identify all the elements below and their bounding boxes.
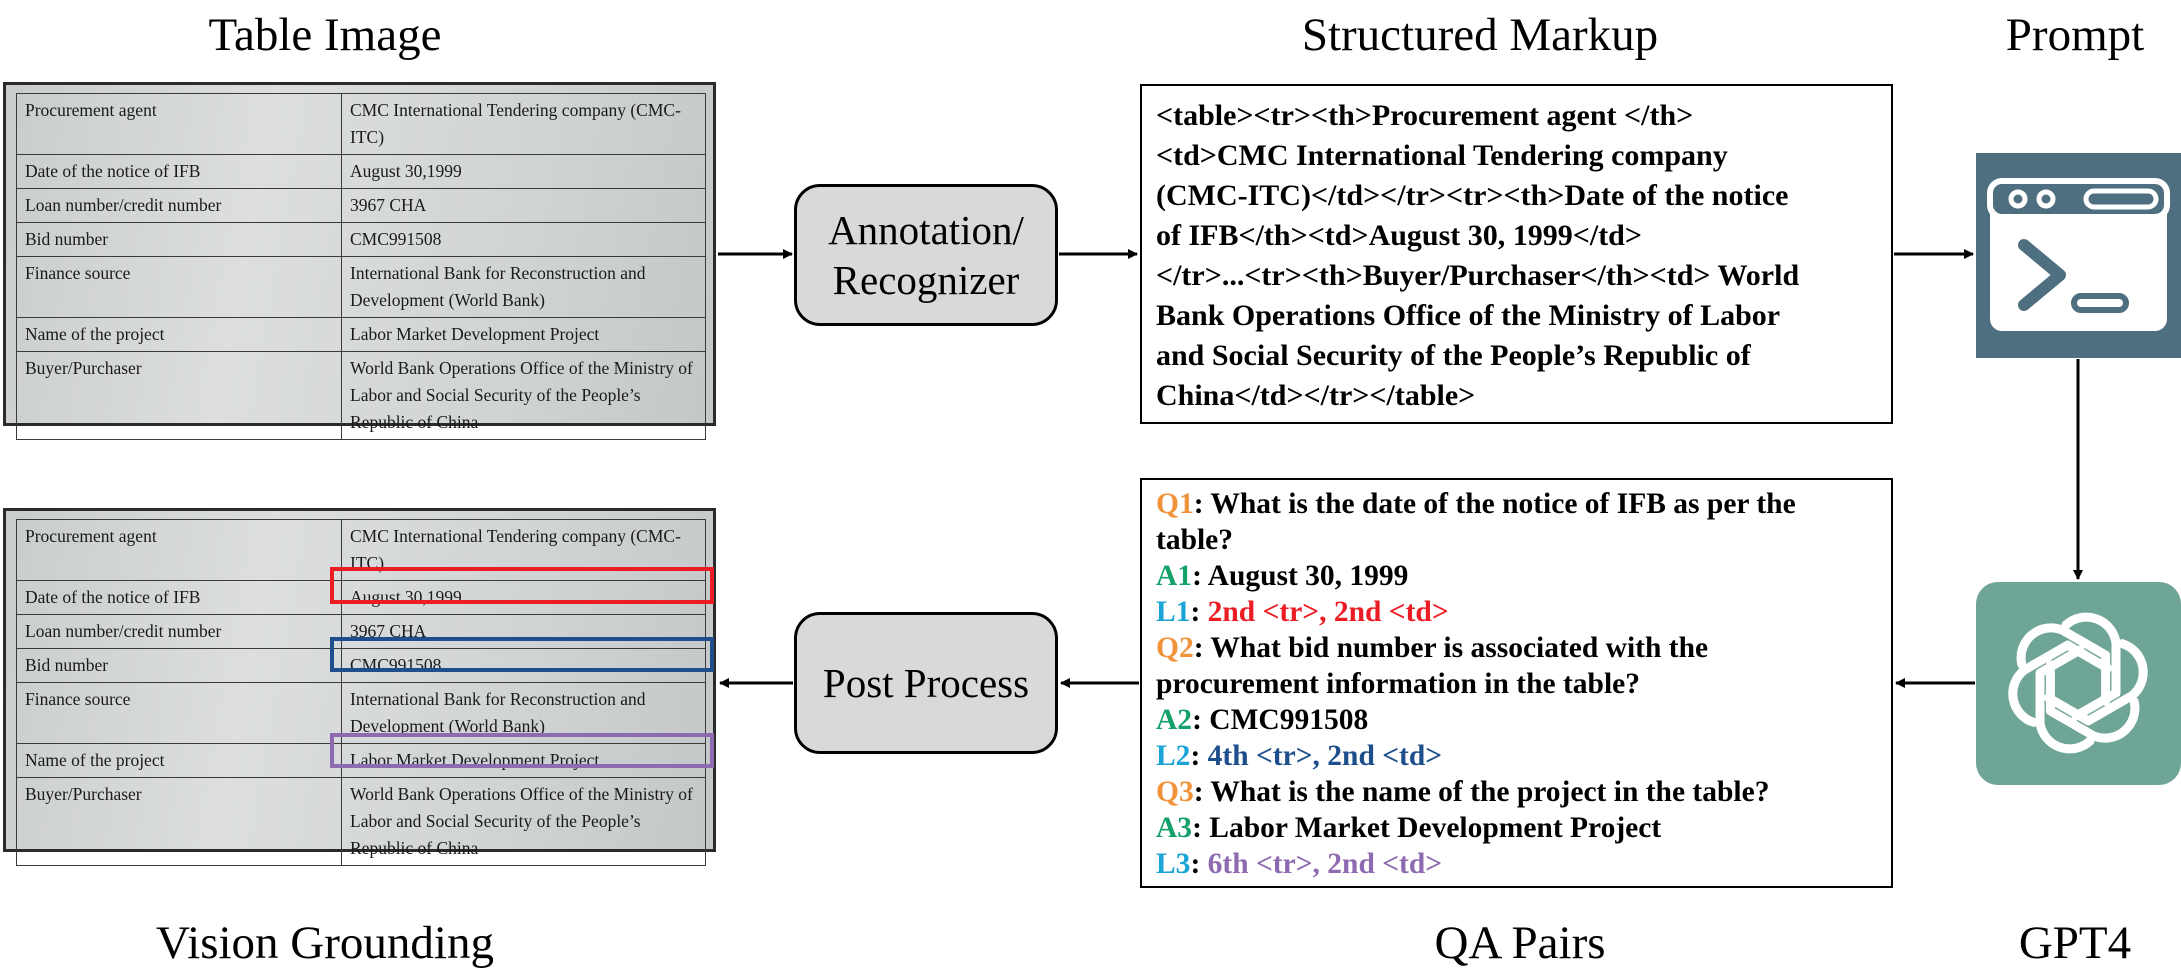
question-2: Q2: What bid number is associated with t…	[1156, 630, 1877, 702]
l1-tag: L1	[1156, 596, 1191, 628]
question-1: Q1: What is the date of the notice of IF…	[1156, 486, 1877, 558]
q1-text: : What is the date of the notice of IFB …	[1156, 488, 1796, 556]
post-process-label: Post Process	[822, 660, 1030, 706]
location-3: L3: 6th <tr>, 2nd <td>	[1156, 846, 1877, 882]
markup-line: (CMC-ITC)</td></tr><tr><th>Date of the n…	[1156, 179, 1789, 212]
a2-tag: A2	[1156, 704, 1193, 736]
l2-tag: L2	[1156, 740, 1191, 772]
l1-sep: :	[1190, 596, 1208, 628]
l3-tag: L3	[1156, 848, 1191, 880]
markup-line: Bank Operations Office of the Ministry o…	[1156, 299, 1781, 332]
markup-line: </tr>...<tr><th>Buyer/Purchaser</th><td>…	[1156, 259, 1800, 292]
table-key: Name of the project	[16, 743, 342, 778]
markup-line: China</td></tr></table>	[1156, 379, 1476, 412]
table-key: Finance source	[16, 256, 342, 318]
table-key: Buyer/Purchaser	[16, 351, 342, 440]
table-value: World Bank Operations Office of the Mini…	[341, 351, 706, 440]
l2-text: 4th <tr>, 2nd <td>	[1207, 740, 1443, 772]
table-key: Bid number	[16, 222, 342, 257]
structured-markup-title: Structured Markup	[1301, 9, 1659, 61]
answer-2: A2: CMC991508	[1156, 702, 1877, 738]
location-1: L1: 2nd <tr>, 2nd <td>	[1156, 594, 1877, 630]
location-2: L2: 4th <tr>, 2nd <td>	[1156, 738, 1877, 774]
a1-text: : August 30, 1999	[1192, 560, 1409, 592]
question-3: Q3: What is the name of the project in t…	[1156, 774, 1877, 810]
q1-tag: Q1	[1156, 488, 1194, 520]
a3-text: : Labor Market Development Project	[1192, 812, 1662, 844]
gpt4-title: GPT4	[2018, 917, 2132, 969]
a3-tag: A3	[1156, 812, 1193, 844]
l2-sep: :	[1190, 740, 1208, 772]
table-value: CMC991508	[341, 222, 706, 257]
table-key: Procurement agent	[16, 519, 342, 581]
a2-text: : CMC991508	[1192, 704, 1369, 736]
q3-text: : What is the name of the project in the…	[1193, 776, 1770, 808]
q2-tag: Q2	[1156, 632, 1194, 664]
markup-line: and Social Security of the People’s Repu…	[1156, 339, 1751, 372]
table-key: Finance source	[16, 682, 342, 744]
markup-line: <table><tr><th>Procurement agent </th>	[1156, 99, 1694, 132]
qa-pairs-panel: Q1: What is the date of the notice of IF…	[1140, 478, 1893, 888]
vision-grounding-title: Vision Grounding	[156, 917, 494, 969]
post-process-box: Post Process	[794, 612, 1058, 754]
table-key: Buyer/Purchaser	[16, 777, 342, 866]
annotation-recognizer-box: Annotation/ Recognizer	[794, 184, 1058, 326]
table-key: Loan number/credit number	[16, 188, 342, 223]
l3-text: 6th <tr>, 2nd <td>	[1207, 848, 1443, 880]
table-image-title: Table Image	[208, 9, 442, 61]
q2-text: : What bid number is associated with the…	[1156, 632, 1709, 700]
table-value: CMC991508	[341, 648, 706, 683]
highlight-box-bid-number	[330, 637, 714, 672]
table-value: CMC International Tendering company (CMC…	[341, 93, 706, 155]
l3-sep: :	[1190, 848, 1208, 880]
table-key: Bid number	[16, 648, 342, 683]
highlight-box-date	[330, 567, 714, 604]
table-key: Date of the notice of IFB	[16, 154, 342, 189]
table-value: 3967 CHA	[341, 188, 706, 223]
terminal-window-icon	[1976, 153, 2181, 358]
q3-tag: Q3	[1156, 776, 1194, 808]
markup-line: <td>CMC International Tendering company	[1156, 139, 1728, 172]
qa-pairs-title: QA Pairs	[1434, 917, 1606, 969]
markup-line: of IFB</th><td>August 30, 1999</td>	[1156, 219, 1642, 252]
prompt-title: Prompt	[2005, 9, 2145, 61]
table-value: Labor Market Development Project	[341, 317, 706, 352]
highlight-box-project-name	[330, 733, 714, 768]
recognizer-label: Recognizer	[832, 257, 1020, 303]
table-value: August 30,1999	[341, 154, 706, 189]
l1-text: 2nd <tr>, 2nd <td>	[1207, 596, 1449, 628]
table-value: World Bank Operations Office of the Mini…	[341, 777, 706, 866]
answer-1: A1: August 30, 1999	[1156, 558, 1877, 594]
answer-3: A3: Labor Market Development Project	[1156, 810, 1877, 846]
openai-logo-icon	[1976, 582, 2181, 785]
table-value: 3967 CHA	[341, 614, 706, 649]
table-value: International Bank for Reconstruction an…	[341, 256, 706, 318]
a1-tag: A1	[1156, 560, 1193, 592]
structured-markup-panel: <table><tr><th>Procurement agent </th> <…	[1140, 84, 1893, 424]
annotation-label: Annotation/	[828, 207, 1024, 253]
